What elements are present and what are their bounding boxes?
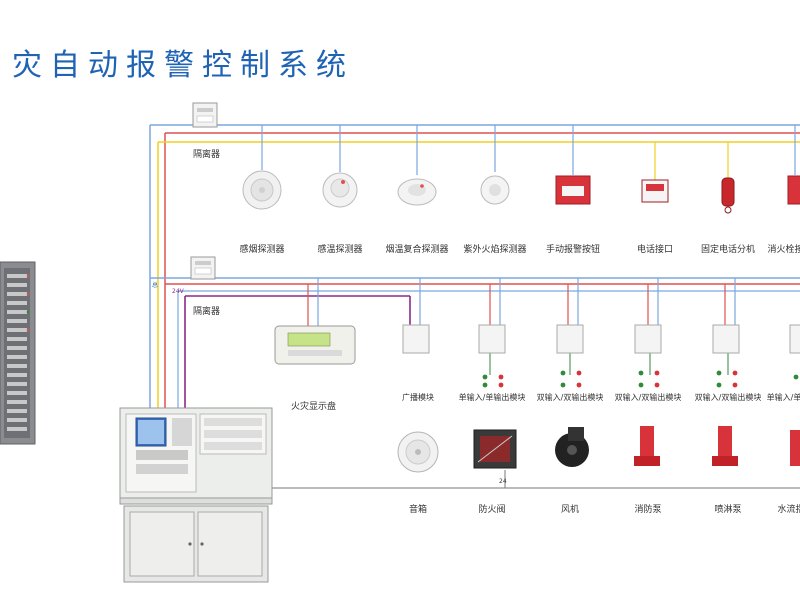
module-indicator-leds [482, 370, 799, 388]
module-label-fan: 双输入/双输出模块 [537, 392, 604, 402]
flame-detector [480, 175, 510, 205]
diagram-title: 灾自动报警控制系统 [12, 48, 354, 83]
module-label-broadcast: 广播模块 [402, 392, 434, 402]
fire-display-panel [274, 325, 356, 365]
module-bus-wires [150, 277, 800, 420]
fire-pump [634, 426, 660, 466]
control-cabinet [0, 261, 36, 445]
output-wires [270, 352, 800, 489]
smoke-detector [242, 170, 282, 210]
detector-label-handset: 固定电话分机 [701, 243, 755, 255]
sprinkler-pump [712, 426, 738, 466]
detector-label-combo: 烟温复合探测器 [385, 243, 448, 255]
device-label-damper: 防火阀 [478, 503, 505, 515]
detector-drop-wires [261, 125, 796, 180]
fire-alarm-controller [119, 407, 273, 583]
module-label-spray: 双输入/双输出模块 [695, 392, 762, 402]
combo-detector [397, 178, 437, 206]
module-label-pump: 双输入/双输出模块 [615, 392, 682, 402]
module-drop-wires [419, 278, 736, 328]
device-label-fan: 风机 [561, 503, 579, 515]
detector-labels: 感烟探测器 感温探测器 烟温复合探测器 紫外火焰探测器 手动报警按钮 电话接口 固定电话分机… [239, 243, 800, 255]
isolator-mid-label: 隔离器 [193, 305, 220, 317]
small-24-label: 24 [499, 478, 507, 485]
heat-detector [322, 172, 358, 208]
modules [402, 324, 800, 354]
device-label-extra: 水流指示器 [777, 503, 800, 515]
speaker [397, 431, 439, 473]
manual-call-point [555, 175, 591, 205]
phone-jack [641, 179, 669, 203]
flow-indicator [790, 430, 800, 466]
hydrant-button [787, 175, 800, 205]
device-label-broadcast: 音箱 [409, 503, 427, 515]
phone-handset [721, 177, 735, 214]
detector-bus-wires [149, 124, 800, 420]
device-label-spray: 喷淋泵 [714, 503, 741, 515]
display-label: 火灾显示盘 [291, 400, 336, 412]
detector-label-phone: 电话接口 [637, 243, 673, 255]
module-labels: 广播模块单输入/单输出模块双输入/双输出模块双输入/双输出模块双输入/双输出模块… [402, 392, 800, 402]
fire-damper [473, 429, 517, 469]
bus-s-label: 总 [152, 281, 158, 289]
detector-label-heat: 感温探测器 [317, 243, 362, 255]
device-labels: 音箱 防火阀 风机 消防泵 喷淋泵 水流指示器 [409, 503, 800, 515]
module-label-extra: 单输入/单输出模块 [767, 392, 800, 402]
device-label-pump: 消防泵 [634, 503, 661, 515]
module-label-damper: 单输入/单输出模块 [459, 392, 526, 402]
isolator-mid [190, 256, 216, 280]
detector-label-hydrant: 消火栓按钮 [767, 243, 800, 255]
isolator-top-label: 隔离器 [193, 148, 220, 160]
bus-24v-label: 24V [172, 288, 185, 295]
isolator-top [192, 102, 218, 128]
fan [555, 427, 589, 467]
detector-label-smoke: 感烟探测器 [239, 243, 284, 255]
detector-label-manual: 手动报警按钮 [546, 243, 600, 255]
detector-label-flame: 紫外火焰探测器 [463, 243, 526, 255]
